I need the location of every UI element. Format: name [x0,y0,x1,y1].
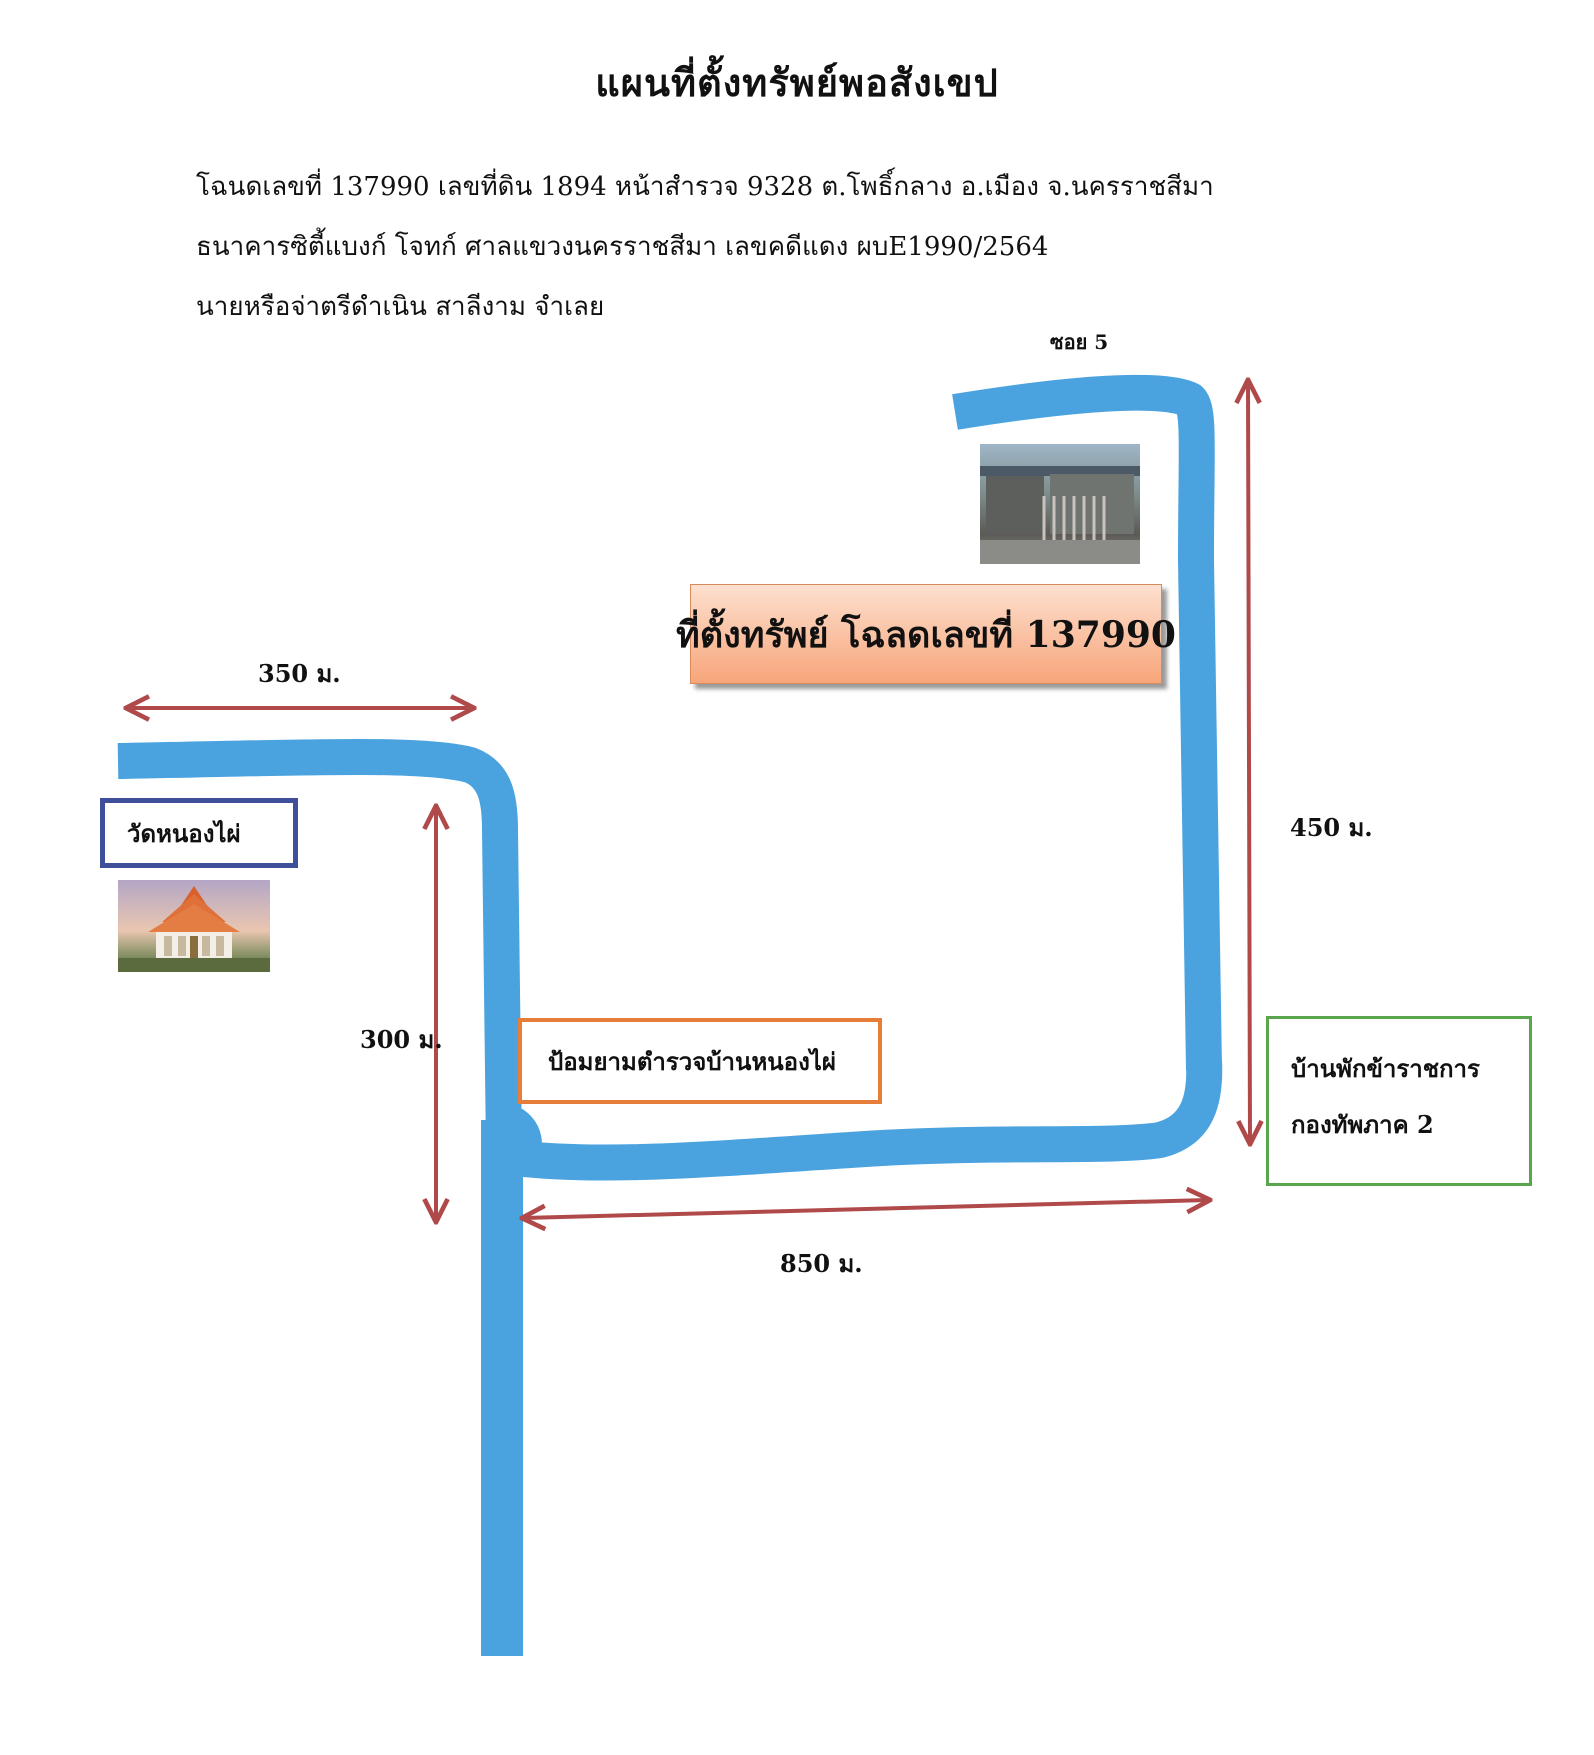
distance-label-right-vertical: 450 ม. [1290,813,1373,842]
distance-arrows [128,382,1250,1220]
road-bottom [497,1059,1223,1181]
info-line-defendant: นายหรือจ่าตรีดำเนิน สาลีงาม จำเลย [196,292,605,322]
army-housing-label-line2: กองทัพภาค 2 [1291,1110,1434,1139]
road-right-vertical [952,374,1222,1071]
property-location-text: ที่ตั้งทรัพย์ โฉลดเลขที่ 137990 [676,613,1176,656]
soi-label: ซอย 5 [1050,330,1109,354]
property-illustration [980,466,1140,564]
distance-label-left-vertical: 300 ม. [360,1025,443,1054]
police-box-label-box: ป้อมยามตำรวจบ้านหนองไผ่ [518,1018,882,1104]
distance-label-bottom: 850 ม. [780,1249,863,1278]
property-photo [980,444,1140,564]
army-housing-label-box: บ้านพักข้าราชการ กองทัพภาค 2 [1266,1016,1532,1186]
distance-label-top-left: 350 ม. [258,659,341,688]
temple-illustration [118,886,270,972]
property-location-label: ที่ตั้งทรัพย์ โฉลดเลขที่ 137990 [676,584,1176,684]
info-line-deed: โฉนดเลขที่ 137990 เลขที่ดิน 1894 หน้าสำร… [196,172,1214,202]
temple-label: วัดหนองไผ่ [127,818,241,848]
arrow-right-vertical [1248,382,1250,1142]
roads [117,374,1223,1656]
temple-label-box: วัดหนองไผ่ [100,798,298,868]
road-top-left [117,738,522,1151]
police-box-label: ป้อมยามตำรวจบ้านหนองไผ่ [548,1046,836,1076]
army-housing-label-line1: บ้านพักข้าราชการ [1291,1054,1480,1083]
temple-photo [118,880,270,972]
arrow-bottom [524,1200,1208,1218]
page-title: แผนที่ตั้งทรัพย์พอสังเขป [595,60,999,105]
info-line-case: ธนาคารซิตี้แบงก์ โจทก์ ศาลแขวงนครราชสีมา… [196,232,1049,262]
